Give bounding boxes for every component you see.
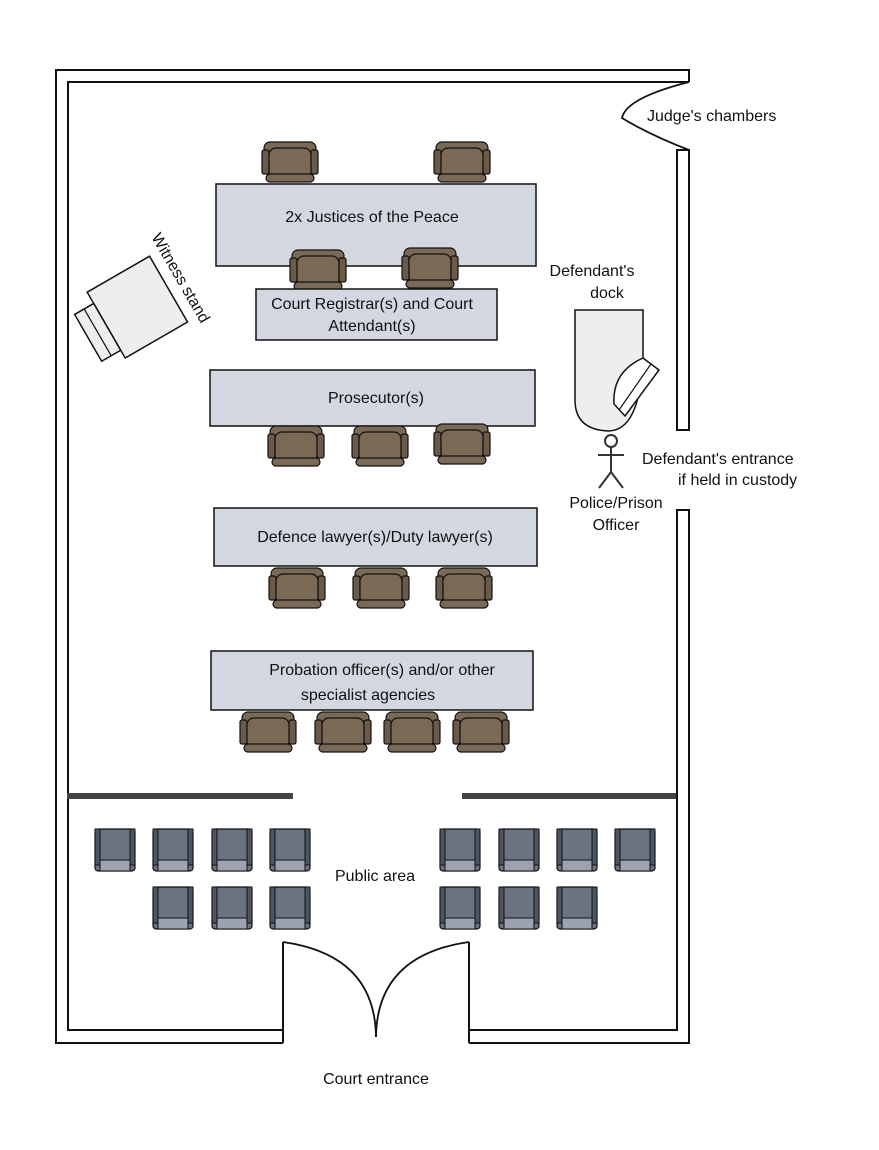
public-seat (498, 886, 540, 930)
officer-label-line2: Officer (593, 517, 641, 534)
probation-chair (314, 711, 372, 753)
court-entrance-label: Court entrance (323, 1071, 429, 1088)
prosecutor-chair (433, 423, 491, 465)
public-seat (498, 828, 540, 872)
public-seat (269, 886, 311, 930)
justices-label: 2x Justices of the Peace (285, 209, 459, 226)
prosecutor-label: Prosecutor(s) (328, 390, 424, 407)
public-seat (269, 828, 311, 872)
public-area-railing (462, 793, 676, 799)
probation-table (210, 650, 534, 711)
prosecutor-chair (267, 425, 325, 467)
defence-table (213, 507, 538, 567)
justice-chair (261, 141, 319, 183)
registrar-chair (401, 247, 459, 289)
person-stick-figure-icon (598, 434, 624, 489)
public-seat (439, 828, 481, 872)
defendants-entrance-label-line2: if held in custody (678, 472, 797, 489)
judges-chambers-door (620, 81, 690, 151)
public-seat (152, 886, 194, 930)
defence-chair (435, 567, 493, 609)
public-seat (211, 828, 253, 872)
defence-chair (352, 567, 410, 609)
defence-label: Defence lawyer(s)/Duty lawyer(s) (257, 529, 493, 546)
probation-chair (239, 711, 297, 753)
registrar-table (255, 288, 498, 341)
probation-chair (383, 711, 441, 753)
probation-label-line2: specialist agencies (301, 687, 435, 704)
registrar-label-line2: Attendant(s) (328, 318, 415, 335)
judges-chambers-label: Judge's chambers (647, 108, 776, 125)
public-seat (614, 828, 656, 872)
defendants-entrance-label-line1: Defendant's entrance (642, 451, 794, 468)
officer-label-line1: Police/Prison (569, 495, 662, 512)
court-entrance-door (282, 941, 470, 1043)
registrar-label-line1: Court Registrar(s) and Court (271, 296, 473, 313)
public-seat (94, 828, 136, 872)
public-seat (556, 886, 598, 930)
probation-chair (452, 711, 510, 753)
public-seat (439, 886, 481, 930)
defence-chair (268, 567, 326, 609)
courtroom-walls (55, 69, 690, 1044)
defendants-dock (574, 309, 661, 432)
probation-label-line1: Probation officer(s) and/or other (269, 662, 495, 679)
defendants-dock-label-line1: Defendant's (550, 263, 635, 280)
public-area-railing (67, 793, 293, 799)
public-seat (211, 886, 253, 930)
public-seat (556, 828, 598, 872)
prosecutor-chair (351, 425, 409, 467)
public-seat (152, 828, 194, 872)
public-area-label: Public area (335, 868, 415, 885)
registrar-chair (289, 249, 347, 291)
defendants-dock-label-line2: dock (590, 285, 625, 302)
justices-bench (215, 183, 537, 267)
justice-chair (433, 141, 491, 183)
witness-stand (73, 255, 189, 363)
